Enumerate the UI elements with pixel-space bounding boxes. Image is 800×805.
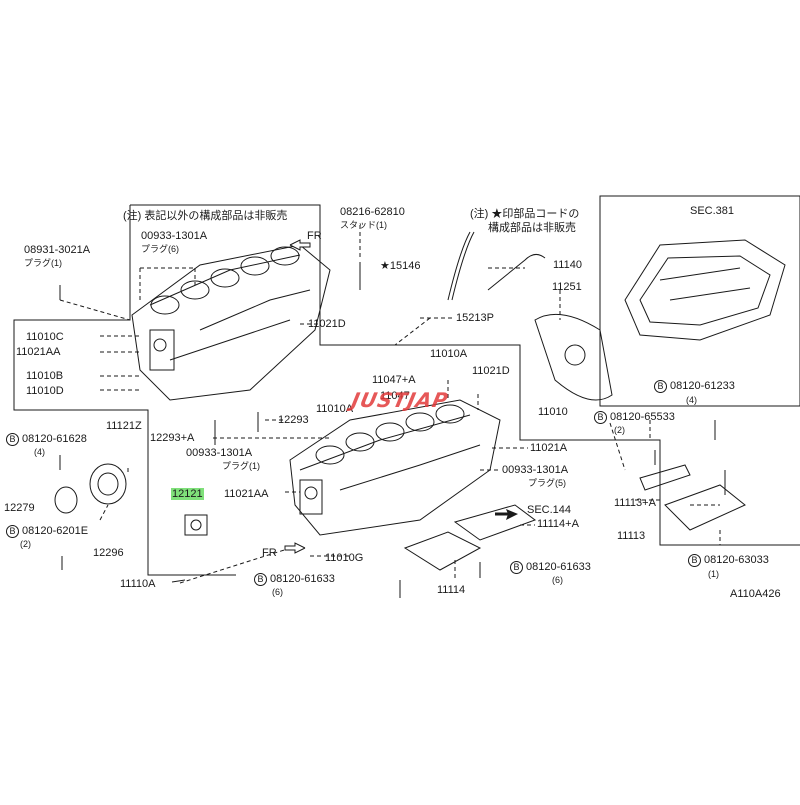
part-qty-08120-61633-right: (6) [552, 575, 563, 585]
part-label-11114a[interactable]: 11114+A [537, 518, 579, 530]
upper-engine-block [131, 244, 331, 401]
part-label-11140[interactable]: 11140 [553, 259, 582, 271]
part-label-11010a-right[interactable]: 11010A [430, 348, 468, 360]
bolt-symbol-icon: B [688, 554, 701, 567]
part-label-08120-63033[interactable]: 08120-63033 [704, 554, 769, 566]
part-label-11021a[interactable]: 11021A [530, 442, 568, 454]
part-label-11021aa-mid[interactable]: 11021AA [224, 488, 269, 500]
part-label-11010c[interactable]: 11010C [26, 331, 64, 343]
part-label-11047a[interactable]: 11047+A [372, 374, 416, 386]
baffle-11113a [639, 464, 691, 491]
note-right-line1: (注) ★印部品コードの [470, 208, 580, 220]
bolt-symbol-icon: B [254, 573, 267, 586]
part-label-12293a[interactable]: 12293+A [150, 432, 195, 444]
part-label-11113a[interactable]: 11113+A [614, 497, 656, 509]
part-label-11010b[interactable]: 11010B [26, 370, 64, 382]
part-label-11010g[interactable]: 11010G [325, 552, 364, 564]
bolt-symbol-icon: B [6, 433, 19, 446]
part-qty-00933-mid: プラグ(1) [222, 461, 260, 471]
baffle-11114 [403, 531, 482, 571]
part-qty-08120-61633-left: (6) [272, 587, 283, 597]
figure-code: A110A426 [730, 588, 781, 600]
front-marker-bottom: FR [262, 547, 277, 559]
part-label-11114[interactable]: 11114 [437, 584, 466, 596]
part-qty-08120-61233: (4) [686, 395, 697, 405]
lower-engine-block [289, 399, 501, 536]
part-qty-08120-6201e: (2) [20, 539, 31, 549]
part-label-15213p[interactable]: 15213P [456, 312, 494, 324]
bolt-symbol-icon: B [654, 380, 667, 393]
part-label-08931-3021a[interactable]: 08931-3021A [24, 244, 91, 256]
oil-pan-inset-frame [599, 195, 800, 407]
part-label-08120-61633-left[interactable]: 08120-61633 [270, 573, 335, 585]
part-label-08120-65533[interactable]: 08120-65533 [610, 411, 675, 423]
bolt-symbol-icon: B [6, 525, 19, 538]
watermark-logo: JUSTJAP [349, 388, 451, 412]
part-label-11010a-left[interactable]: 11010A [316, 403, 354, 415]
part-label-11251[interactable]: 11251 [552, 281, 582, 293]
part-label-08216-62810[interactable]: 08216-62810 [340, 206, 405, 218]
note-left: (注) 表記以外の構成部品は非販売 [123, 210, 288, 222]
part-label-00933-1301a-right[interactable]: 00933-1301A [502, 464, 569, 476]
part-label-11010[interactable]: 11010 [538, 406, 568, 418]
section-ref-144[interactable]: SEC.144 [527, 504, 572, 516]
part-label-11047[interactable]: 11047 [380, 390, 410, 402]
part-label-12121-highlighted[interactable]: 12121 [171, 488, 204, 500]
part-qty-08120-61628: (4) [34, 447, 45, 457]
rear-seal-retainer [89, 463, 127, 505]
part-qty-08931: プラグ(1) [24, 258, 62, 268]
part-qty-08216: スタッド(1) [340, 220, 387, 230]
part-label-08120-6201e[interactable]: 08120-6201E [22, 525, 89, 537]
part-qty-00933-right: プラグ(5) [528, 478, 566, 488]
part-label-11113[interactable]: 11113 [617, 530, 646, 542]
oil-jet-12121 [184, 514, 208, 536]
baffle-11113 [664, 484, 746, 531]
part-label-08120-61233[interactable]: 08120-61233 [670, 380, 735, 392]
part-label-08120-61628[interactable]: 08120-61628 [22, 433, 87, 445]
part-label-15146[interactable]: ★15146 [380, 260, 421, 272]
part-label-11021d-mid[interactable]: 11021D [472, 365, 510, 377]
rear-oil-seal [54, 486, 78, 514]
part-label-11110a[interactable]: 11110A [120, 578, 156, 590]
oil-pan-drawing [624, 239, 786, 341]
part-qty-08120-63033: (1) [708, 569, 719, 579]
part-label-11010d[interactable]: 11010D [26, 385, 64, 397]
bolt-symbol-icon: B [594, 411, 607, 424]
front-marker-top: FR [307, 230, 322, 242]
part-label-12279[interactable]: 12279 [4, 502, 35, 514]
part-label-12293[interactable]: 12293 [278, 414, 309, 426]
note-right-line2: 構成部品は非販売 [488, 222, 576, 234]
part-label-11021aa-left[interactable]: 11021AA [16, 346, 61, 358]
dipstick-15146 [447, 231, 471, 301]
part-qty-08120-65533: (2) [614, 425, 625, 435]
oil-level-tube-11140 [487, 254, 546, 291]
gasket-11251 [534, 313, 613, 401]
baffle-11114a [453, 504, 537, 541]
part-qty-00933-top: プラグ(6) [141, 244, 179, 254]
section-ref-381[interactable]: SEC.381 [690, 205, 735, 217]
part-label-00933-1301a-top[interactable]: 00933-1301A [141, 230, 208, 242]
part-label-11021d-top[interactable]: 11021D [308, 318, 346, 330]
part-label-08120-61633-right[interactable]: 08120-61633 [526, 561, 591, 573]
bolt-symbol-icon: B [510, 561, 523, 574]
part-label-00933-1301a-mid[interactable]: 00933-1301A [186, 447, 253, 459]
block-outline-frame [130, 204, 800, 546]
part-label-12296[interactable]: 12296 [93, 547, 124, 559]
part-label-11121z[interactable]: 11121Z [106, 420, 142, 432]
